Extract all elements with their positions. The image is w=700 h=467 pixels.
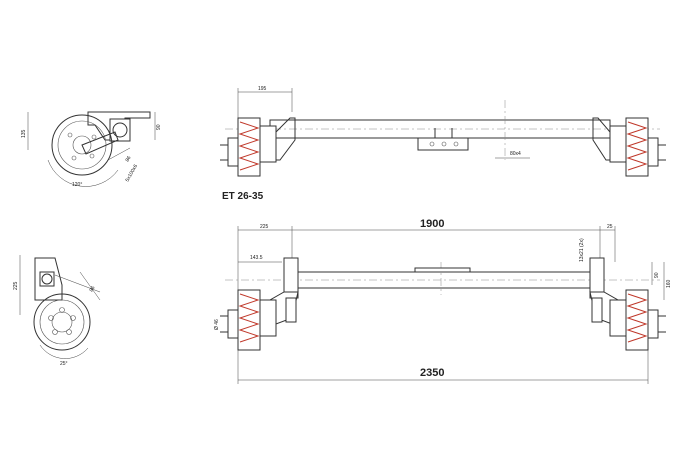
side-view-top: 135 90 86 5x100x6 120° — [21, 111, 162, 188]
side-view-bottom: 225 86 25° — [13, 255, 101, 367]
dim-side-bottom-86: 86 — [89, 285, 97, 293]
dim-drum-angle: 120° — [72, 182, 82, 188]
dim-side-90: 90 — [156, 124, 162, 130]
dim-height-160: 160 — [666, 279, 672, 288]
dim-side-height: 225 — [13, 281, 19, 290]
dim-side-86: 86 — [125, 155, 133, 163]
dim-overall-width: 2350 — [420, 367, 444, 379]
dim-side-angle: 25° — [60, 361, 68, 367]
brake-drum-bottom — [33, 293, 91, 351]
dim-height-90: 90 — [654, 272, 660, 278]
model-label: ET 26-35 — [222, 191, 264, 202]
dim-side-bolt: 5x100x6 — [125, 163, 140, 183]
dim-mount-offset: 225 — [260, 224, 269, 230]
front-view-bottom: 1900 225 143.5 25 13x21 (2x) 90 160 — [214, 218, 672, 384]
front-view-top: 195 80x4 ET 26-35 — [220, 86, 666, 202]
dim-top-offset: 195 — [258, 86, 267, 92]
dim-stub-dia: Ø 46 — [214, 319, 220, 330]
dim-track-width: 1900 — [420, 218, 444, 230]
dim-side-height-top: 135 — [21, 129, 27, 138]
dim-plate-width: 25 — [607, 224, 613, 230]
dim-wheel-offset: 143.5 — [250, 255, 263, 261]
brake-drum-top — [51, 114, 113, 176]
dim-tube-section: 80x4 — [510, 151, 521, 157]
dim-bolt-spec: 13x21 (2x) — [579, 238, 585, 262]
